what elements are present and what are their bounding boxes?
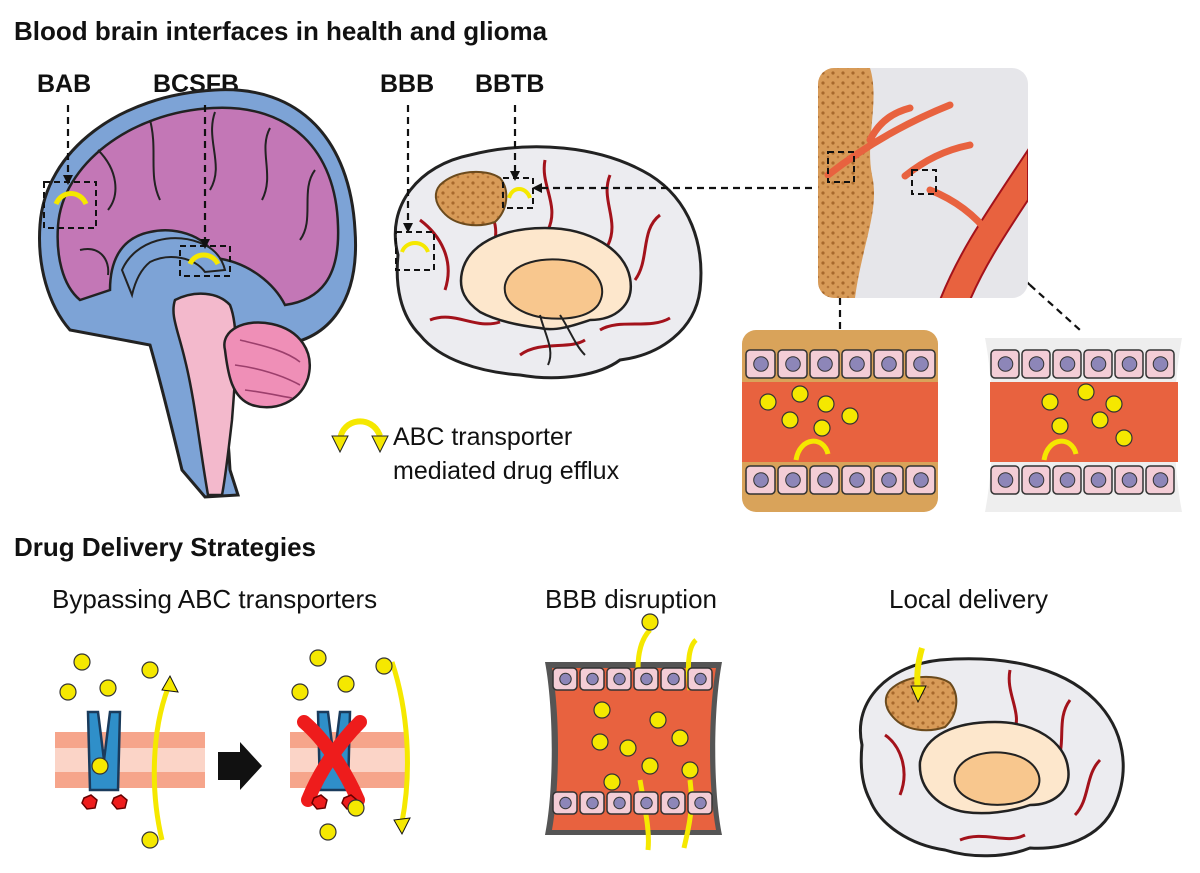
cell-nucleus xyxy=(640,796,653,810)
cell-nucleus xyxy=(640,672,653,686)
drug-molecule xyxy=(641,613,659,631)
drug-molecule xyxy=(1051,417,1069,435)
drug-molecule xyxy=(817,395,835,413)
drug-molecule xyxy=(759,393,777,411)
drug-molecule xyxy=(1115,429,1133,447)
section-title-interfaces: Blood brain interfaces in health and gli… xyxy=(14,16,548,46)
cell-nucleus xyxy=(997,472,1014,488)
cell-nucleus xyxy=(613,672,626,686)
drug-molecule xyxy=(141,661,159,679)
panel-title-local: Local delivery xyxy=(889,584,1048,614)
cell-nucleus xyxy=(913,472,929,488)
efflux-arrow xyxy=(793,438,831,461)
cell-nucleus xyxy=(1121,356,1138,372)
endothelial-cells xyxy=(552,349,1175,815)
cell-nucleus xyxy=(785,472,801,488)
drug-molecule xyxy=(791,385,809,403)
cell-nucleus xyxy=(559,672,572,686)
drug-molecule xyxy=(781,411,799,429)
cell-nucleus xyxy=(1028,356,1045,372)
drug-molecule xyxy=(347,799,365,817)
sagittal-brain xyxy=(38,88,358,499)
cell-nucleus xyxy=(1152,472,1169,488)
lateral-brain xyxy=(393,145,703,380)
disruption-panel xyxy=(545,628,722,851)
legend-text: ABC transporter mediated drug efflux xyxy=(393,420,619,488)
cell-nucleus xyxy=(753,472,769,488)
drug-molecule xyxy=(841,407,859,425)
panel-title-disruption: BBB disruption xyxy=(545,584,717,614)
panel-title-bypassing: Bypassing ABC transporters xyxy=(52,584,378,614)
drug-molecules xyxy=(59,383,1133,849)
drug-molecule xyxy=(649,711,667,729)
section-title-strategies: Drug Delivery Strategies xyxy=(14,532,317,562)
drug-molecule xyxy=(641,757,659,775)
drug-molecule xyxy=(671,729,689,747)
cell-nucleus xyxy=(559,796,572,810)
drug-molecule xyxy=(593,701,611,719)
label-bab: BAB xyxy=(37,70,92,98)
efflux-arrow-icon xyxy=(331,418,389,454)
cell-nucleus xyxy=(817,472,833,488)
cell-nucleus xyxy=(1090,472,1107,488)
cell-nucleus xyxy=(1152,356,1169,372)
cell-nucleus xyxy=(694,672,707,686)
legend-line-2: mediated drug efflux xyxy=(393,457,620,485)
cell-nucleus xyxy=(849,472,865,488)
label-bbtb: BBTB xyxy=(475,70,545,98)
magnified-tumor-vessels xyxy=(818,68,1028,298)
drug-molecule xyxy=(591,733,609,751)
cell-nucleus xyxy=(613,796,626,810)
drug-molecule xyxy=(813,419,831,437)
cell-nucleus xyxy=(753,356,769,372)
cell-nucleus xyxy=(586,672,599,686)
bypassing-panel xyxy=(55,661,411,841)
drug-molecule xyxy=(1041,393,1059,411)
drug-molecule xyxy=(1091,411,1109,429)
legend-line-1: ABC transporter xyxy=(393,423,573,451)
cell-nucleus xyxy=(1059,472,1076,488)
drug-molecule xyxy=(619,739,637,757)
drug-molecule xyxy=(91,757,109,775)
drug-molecule xyxy=(337,675,355,693)
drug-molecule xyxy=(141,831,159,849)
cell-nucleus xyxy=(817,356,833,372)
cell-nucleus xyxy=(997,356,1014,372)
cell-nucleus xyxy=(849,356,865,372)
cell-nucleus xyxy=(694,796,707,810)
drug-molecule xyxy=(309,649,327,667)
cell-nucleus xyxy=(667,672,680,686)
cell-nucleus xyxy=(881,356,897,372)
drug-molecule xyxy=(1077,383,1095,401)
drug-molecule xyxy=(73,653,91,671)
cell-nucleus xyxy=(1090,356,1107,372)
drug-molecule xyxy=(319,823,337,841)
cell-nucleus xyxy=(1059,356,1076,372)
cell-nucleus xyxy=(1028,472,1045,488)
cell-nucleus xyxy=(586,796,599,810)
drug-molecule xyxy=(1105,395,1123,413)
drug-molecule xyxy=(59,683,77,701)
cell-nucleus xyxy=(913,356,929,372)
drug-molecule xyxy=(681,761,699,779)
cell-nucleus xyxy=(785,356,801,372)
cell-nucleus xyxy=(667,796,680,810)
drug-molecule xyxy=(291,683,309,701)
drug-molecule xyxy=(99,679,117,697)
label-bbb: BBB xyxy=(380,70,435,98)
cell-nucleus xyxy=(881,472,897,488)
local-delivery-brain xyxy=(859,647,1125,858)
cell-nucleus xyxy=(1121,472,1138,488)
drug-molecule xyxy=(603,773,621,791)
efflux-arrow xyxy=(1041,438,1079,461)
drug-molecule xyxy=(375,657,393,675)
